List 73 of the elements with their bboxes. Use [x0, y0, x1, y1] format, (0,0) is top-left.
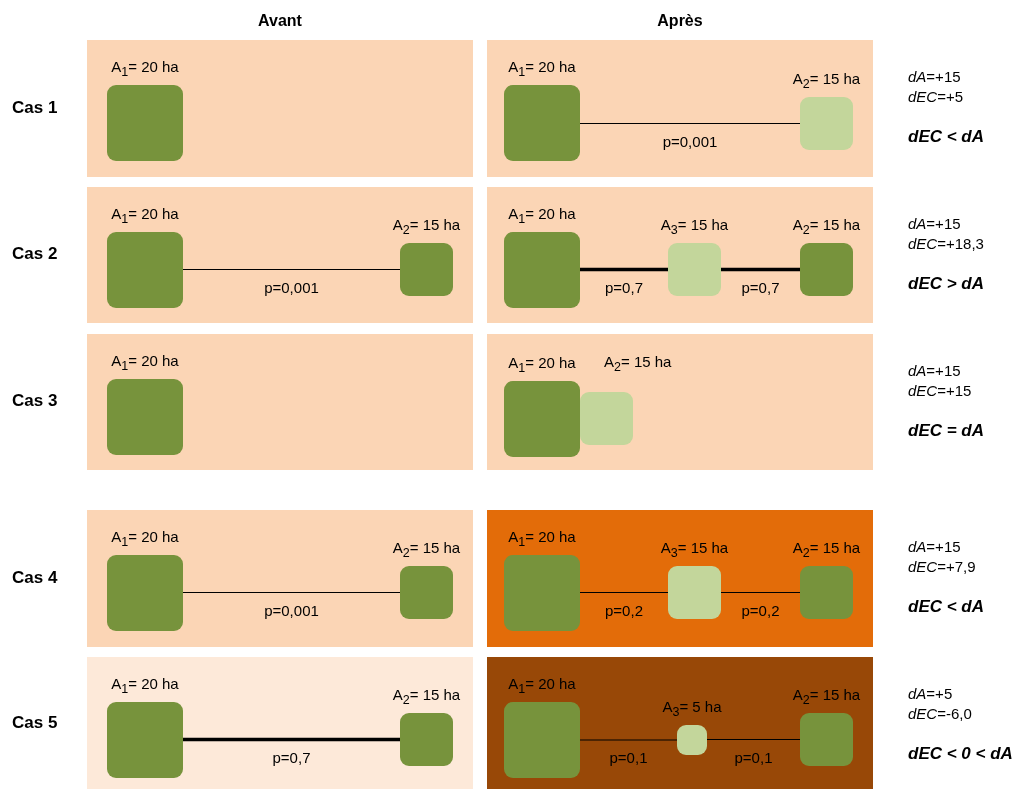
connection-line: [706, 739, 801, 740]
scenario-panel: [487, 187, 873, 323]
edge-label: p=0,7: [604, 278, 644, 296]
area-label: A$_{1}$= 20 ha: [111, 528, 179, 551]
scenario-panel: [87, 334, 473, 470]
area-label: A$_{1}$= 20 ha: [508, 205, 576, 228]
connection-line: [721, 267, 800, 272]
column-header: Après: [656, 12, 704, 30]
row-label: Cas 1: [12, 97, 58, 118]
column-header: Avant: [257, 12, 303, 30]
area-label: A$_{1}$= 20 ha: [111, 58, 179, 81]
area-label: A$_{1}$= 20 ha: [508, 354, 576, 377]
area-label: A$_{1}$= 20 ha: [111, 205, 179, 228]
metric-value: dEC=+18,3: [908, 235, 984, 252]
area-label: A$_{1}$= 20 ha: [508, 58, 576, 81]
scenario-panel: [487, 334, 873, 470]
row-label: Cas 4: [12, 567, 58, 588]
connection-line: [182, 592, 401, 593]
area-label: A$_{1}$= 20 ha: [111, 675, 179, 698]
metric-value: dA=+15: [908, 362, 961, 379]
scenario-panel: [487, 510, 873, 647]
edge-label: p=0,2: [604, 601, 644, 619]
area-label: A$_{2}$= 15 ha: [604, 353, 672, 376]
connection-line: [579, 123, 801, 124]
metric-value: dEC=-6,0: [908, 705, 972, 722]
area-label: A$_{2}$= 15 ha: [392, 539, 461, 562]
comparison-result: dEC > dA: [908, 274, 985, 294]
comparison-result: dEC = dA: [908, 421, 985, 441]
metric-value: dA=+15: [908, 538, 961, 555]
edge-label: p=0,1: [733, 748, 774, 766]
row-label: Cas 5: [12, 712, 58, 733]
scenario-panel: [487, 657, 873, 789]
scenario-panel: [87, 510, 473, 647]
connection-line: [579, 592, 669, 593]
scenario-panel: [87, 657, 473, 789]
scenario-panel: [87, 187, 473, 323]
metric-value: dEC=+7,9: [908, 558, 976, 575]
edge-label: p=0,001: [263, 278, 320, 296]
area-label: A$_{2}$= 15 ha: [792, 70, 861, 93]
edge-label: p=0,7: [740, 278, 781, 296]
connection-line: [182, 269, 401, 270]
connection-line: [579, 739, 678, 741]
scenario-panel: [487, 40, 873, 177]
metric-value: dEC=+5: [908, 88, 964, 105]
metric-value: dA=+15: [908, 68, 961, 85]
edge-label: p=0,001: [263, 601, 320, 619]
edge-label: p=0,1: [608, 749, 649, 766]
metric-value: dA=+5: [908, 685, 953, 702]
comparison-result: dEC < 0 < dA: [908, 744, 1013, 764]
row-label: Cas 3: [12, 391, 58, 411]
scenario-panel: [87, 40, 473, 177]
comparison-result: dEC < dA: [908, 597, 985, 617]
area-label: A$_{3}$= 15 ha: [660, 216, 729, 239]
area-label: A$_{2}$= 15 ha: [392, 216, 461, 239]
area-label: A$_{1}$= 20 ha: [508, 675, 576, 698]
area-label: A$_{3}$= 15 ha: [660, 539, 729, 562]
area-label: A$_{2}$= 15 ha: [792, 539, 861, 562]
metric-value: dEC=+15: [908, 382, 972, 399]
area-label: A$_{2}$= 15 ha: [792, 686, 861, 709]
area-label: A$_{1}$= 20 ha: [508, 528, 576, 551]
connection-line: [580, 267, 668, 272]
comparison-result: dEC < dA: [908, 127, 985, 147]
edge-label: p=0,001: [661, 132, 719, 150]
area-label: A$_{2}$= 15 ha: [392, 686, 461, 709]
edge-label: p=0,2: [740, 601, 781, 619]
connection-line: [720, 592, 801, 593]
edge-label: p=0,7: [271, 748, 312, 766]
connection-line: [183, 737, 400, 742]
row-label: Cas 2: [12, 244, 58, 264]
metric-value: dA=+15: [908, 215, 961, 232]
area-label: A$_{2}$= 15 ha: [792, 216, 861, 239]
area-label: A$_{1}$= 20 ha: [111, 352, 179, 375]
area-label: A$_{3}$= 5 ha: [662, 698, 722, 721]
